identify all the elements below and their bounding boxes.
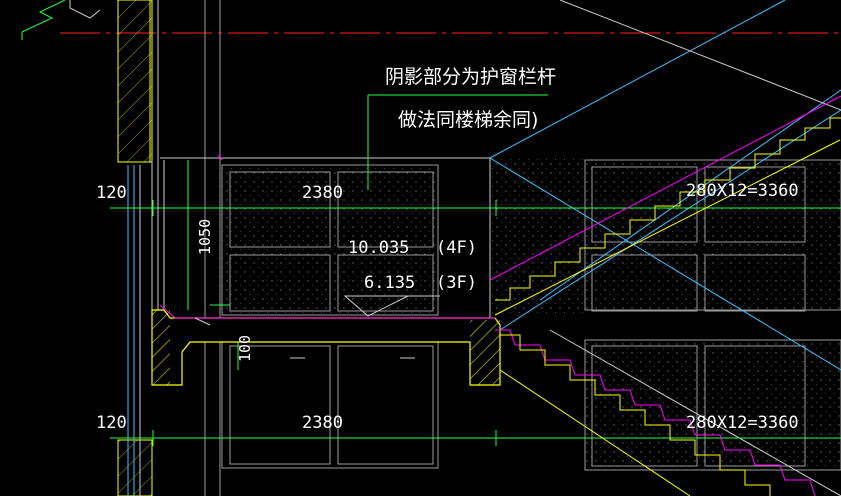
floor-3f: (3F): [436, 273, 477, 293]
dim-2380-top: 2380: [302, 183, 343, 203]
break-line: [21, 0, 66, 33]
note-line-2: 做法同楼梯余同): [398, 109, 538, 131]
window-panels: [221, 159, 841, 471]
elevation-4f: 10.035: [348, 238, 409, 258]
dim-1050: 1050: [196, 219, 214, 255]
cyan-stair-lines: [489, 0, 841, 371]
dimension-lines: [110, 94, 841, 446]
wall-column: [117, 0, 159, 496]
dim-120-bottom: 120: [96, 413, 127, 433]
stair-dim-top: 280X12=3360: [686, 181, 799, 201]
stair-dim-bottom: 280X12=3360: [686, 413, 799, 433]
floor-slab: [151, 309, 501, 386]
lower-stair-steps: [499, 334, 771, 496]
note-line-1: 阴影部分为护窗栏杆: [385, 66, 556, 88]
elevation-3f: 6.135: [364, 273, 415, 293]
dim-120-top: 120: [96, 183, 127, 203]
dim-2380-bottom: 2380: [302, 413, 343, 433]
shaded-railing-area: [490, 158, 585, 315]
upper-stair-steps: [494, 117, 841, 316]
window-verticals: [127, 0, 221, 496]
floor-4f: (4F): [436, 238, 477, 258]
dim-100: 100: [236, 335, 254, 362]
tick-marks: [194, 317, 415, 359]
magenta-lines: [159, 95, 841, 496]
